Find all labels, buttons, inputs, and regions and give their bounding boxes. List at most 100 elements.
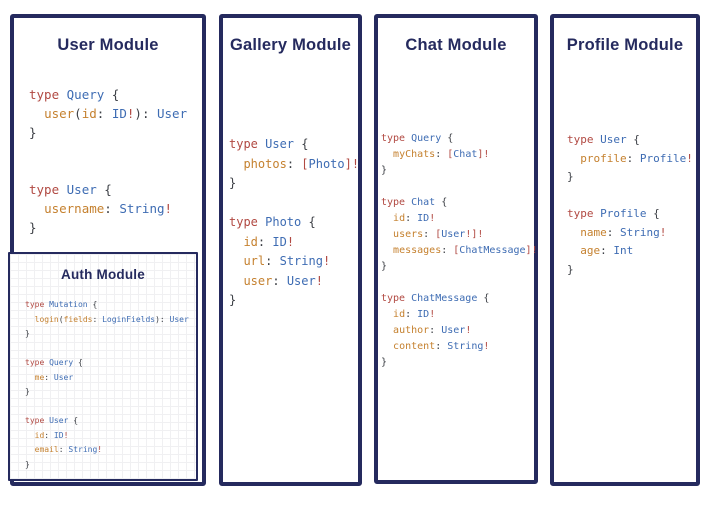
code-token: [ [447, 149, 454, 160]
code-token: type [567, 133, 601, 146]
code-token: ! [429, 309, 436, 320]
code-token: ID [111, 106, 127, 121]
code-token: ID [53, 430, 64, 440]
code-line [567, 187, 693, 206]
code-line: type Query { [29, 85, 187, 104]
code-token: : [435, 341, 448, 352]
code-token: ( [58, 314, 64, 324]
code-token: id [34, 430, 45, 440]
gallery-module-panel: Gallery Module type User { photos: [Phot… [219, 14, 362, 486]
code-line: user: User! [229, 272, 359, 292]
code-token: String [620, 225, 660, 239]
code-token: String [119, 201, 165, 216]
code-token: id [393, 309, 406, 320]
code-token: ! [465, 325, 472, 336]
code-token: User [600, 133, 634, 146]
code-token: { [78, 358, 83, 367]
code-token: User [66, 182, 105, 197]
code-line: age: Int [567, 242, 693, 261]
code-token: username [44, 201, 105, 216]
code-token: type [29, 182, 67, 197]
code-token: type [229, 137, 266, 151]
code-token [381, 229, 393, 240]
code-token: ! [483, 149, 490, 160]
code-line: name: String! [567, 224, 693, 243]
code-token: ] [525, 245, 532, 256]
code-line: profile: Profile! [567, 150, 693, 169]
code-token: ( [74, 106, 82, 121]
code-token: } [567, 170, 574, 183]
chat-module-panel: Chat Module type Query { myChats: [Chat]… [374, 14, 538, 484]
gallery-module-graphql-code: type User { photos: [Photo]!} type Photo… [229, 135, 359, 311]
code-line: } [567, 261, 693, 280]
code-token: String [447, 341, 484, 352]
code-token [381, 213, 393, 224]
code-token: : [441, 245, 454, 256]
chat-module-title: Chat Module [405, 36, 507, 54]
code-line: type User { [229, 135, 359, 155]
code-line: } [381, 355, 538, 371]
code-token: : [286, 156, 302, 171]
code-token: ! [351, 156, 360, 171]
code-token: : [257, 234, 273, 249]
code-token: ChatMessage [411, 293, 484, 304]
code-token: Profile [639, 151, 687, 165]
code-line [29, 161, 187, 180]
code-token: ): [134, 106, 157, 121]
code-line [25, 400, 189, 415]
code-token: ! [477, 229, 484, 240]
code-token: : [92, 314, 103, 324]
code-token: Mutation [49, 300, 93, 309]
code-line: } [567, 168, 693, 187]
code-token: email [34, 445, 59, 454]
code-token: ] [344, 156, 352, 171]
code-line: } [25, 458, 189, 473]
code-token: } [25, 459, 30, 469]
code-token: type [381, 197, 412, 208]
code-token: ID [417, 309, 430, 320]
code-token [25, 431, 35, 440]
code-line: user(id: ID!): User [29, 104, 187, 123]
code-token: [ [301, 156, 309, 171]
code-line: photos: [Photo]! [229, 155, 359, 175]
code-token [229, 157, 243, 171]
code-token: ! [164, 201, 173, 216]
code-line [229, 194, 359, 214]
code-token: user [243, 273, 273, 288]
code-token: user [44, 106, 75, 121]
code-token: [ [453, 245, 460, 256]
code-token: type [229, 215, 266, 229]
code-line: type Photo { [229, 213, 359, 233]
code-line: id: ID! [25, 429, 189, 444]
code-token: } [25, 387, 30, 396]
code-token: me [34, 372, 45, 382]
code-token: ! [465, 229, 472, 240]
code-token: : [405, 213, 418, 224]
code-token: Profile [600, 207, 654, 220]
code-token: : [44, 372, 54, 382]
code-line [381, 179, 538, 195]
code-token: User [286, 273, 316, 288]
code-line [25, 342, 189, 357]
code-token [567, 244, 580, 257]
code-line: type Query { [381, 131, 538, 147]
code-token: ! [686, 151, 693, 165]
code-token: } [25, 329, 30, 338]
code-token [29, 201, 44, 216]
code-line: username: String! [29, 199, 187, 218]
code-token [381, 341, 393, 352]
code-token [381, 309, 393, 320]
code-token [229, 274, 243, 288]
code-token: photos [243, 156, 287, 171]
code-token: ! [315, 273, 323, 288]
code-line: id: ID! [381, 307, 538, 323]
code-token: Query [66, 87, 112, 102]
code-token: users [393, 229, 424, 240]
user-module-graphql-code: type Query { user(id: ID!): User} type U… [29, 85, 187, 237]
code-token [567, 226, 580, 239]
code-token: } [229, 176, 237, 190]
code-token: ] [477, 149, 484, 160]
code-token: id [81, 106, 97, 121]
code-line: type User { [567, 131, 693, 150]
code-token [381, 325, 393, 336]
